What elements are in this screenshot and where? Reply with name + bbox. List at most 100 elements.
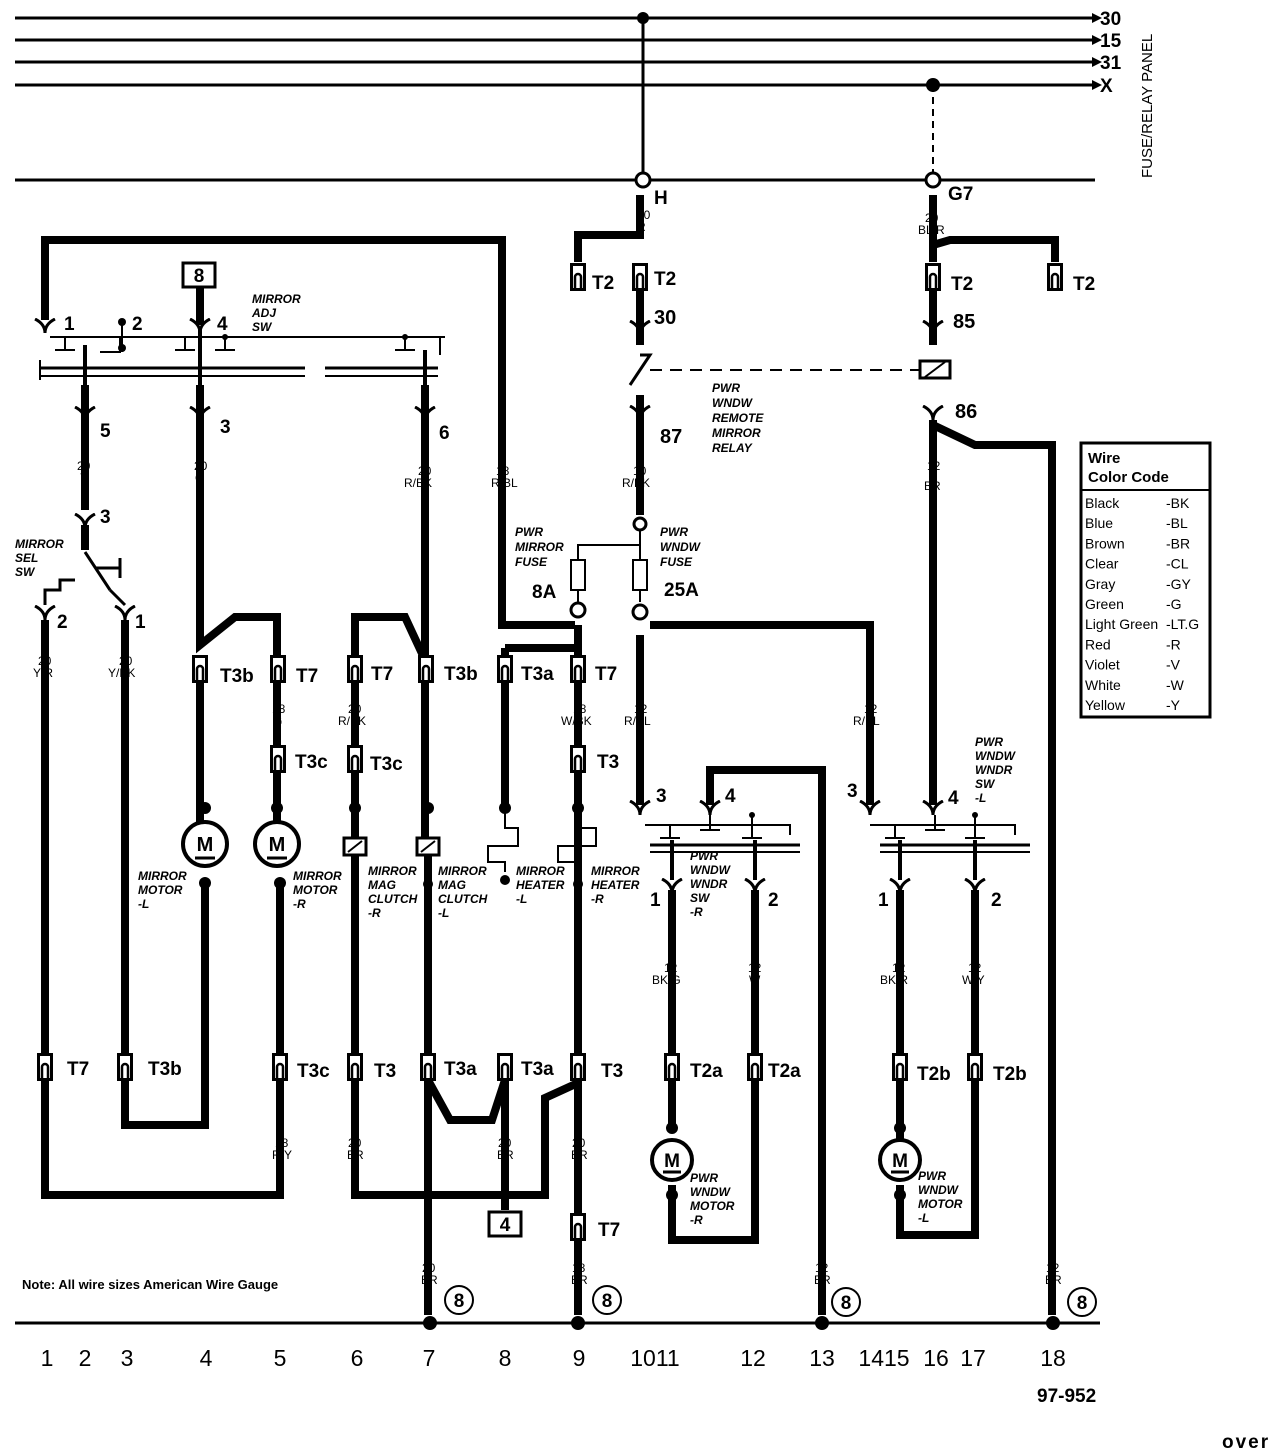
- pin-adj-3: 3: [220, 417, 231, 438]
- wires-br8-1: BR: [497, 1148, 514, 1162]
- legend-color-name: Violet: [1085, 657, 1120, 673]
- legend-color-code: -BL: [1166, 515, 1188, 531]
- connectors-t7: T7: [595, 664, 617, 685]
- wires-fuse-l-1: R/BL: [624, 714, 651, 728]
- columns-10: 12: [740, 1345, 766, 1371]
- label-heater-l-3: -L: [516, 892, 527, 906]
- wires-h-top-0: 10: [637, 208, 651, 222]
- label-heater-r-3: -R: [591, 892, 604, 906]
- columns-9: 1011: [630, 1345, 679, 1371]
- pin-sel-2: 2: [57, 612, 68, 633]
- label-clutch-r-4: -R: [368, 906, 381, 920]
- wires-wr2-1: W: [749, 973, 761, 987]
- connectors-t2: T2: [654, 269, 676, 290]
- wires-sel2-0: 20: [38, 654, 52, 668]
- pin-wl-1: 1: [878, 890, 889, 911]
- connectors-t2a: T2a: [690, 1061, 723, 1082]
- ground-bus: [15, 1316, 1100, 1330]
- window-motor-l: [878, 1122, 922, 1201]
- wires-t7rbk-1: R/BK: [338, 714, 366, 728]
- terminal-h: H: [654, 188, 668, 209]
- wmotor-l-symbol: M: [892, 1151, 908, 1172]
- label-clutch-r-1: MIRROR: [368, 864, 417, 878]
- legend-color-name: Yellow: [1085, 697, 1126, 713]
- legend-color-name: Clear: [1085, 556, 1119, 572]
- window-switch-r: [645, 815, 800, 880]
- columns-7: 8: [499, 1345, 512, 1371]
- pin-wr-4: 4: [725, 786, 736, 807]
- wires-g7-0: 20: [422, 1261, 436, 1275]
- wsr-node: [749, 812, 755, 818]
- pin-sel-3: 3: [100, 507, 111, 528]
- pin-wr-3: 3: [656, 786, 667, 807]
- wires-fuse-l-0: 12: [634, 702, 648, 716]
- connectors-t3c: T3c: [295, 752, 328, 773]
- ground-8-a: 8: [454, 1291, 465, 1312]
- wires-sel2-1: Y/R: [33, 666, 53, 680]
- label-wsw-l-5: -L: [975, 791, 986, 805]
- label-wmotor-l-4: -L: [918, 1211, 929, 1225]
- columns-13: 16: [923, 1345, 949, 1371]
- columns-1: 2: [79, 1345, 92, 1371]
- wires-t7wbk-0: 18: [573, 702, 587, 716]
- mirror-heater-r: [557, 802, 597, 889]
- label-window-fuse-2: WNDW: [660, 540, 702, 554]
- label-wsw-l-2: WNDW: [975, 749, 1017, 763]
- ground-ref-8: 8: [194, 266, 205, 287]
- label-mirror-adj-sw-1: MIRROR: [252, 292, 301, 306]
- connectors-t3c: T3c: [370, 754, 403, 775]
- wires-ry-1: R/Y: [272, 1148, 292, 1162]
- connector-labels: T2 T2 T2 T2 T3b T7 T7 T3b T3a T7 T3c T3c…: [67, 269, 1095, 1241]
- label-heater-r-1: MIRROR: [591, 864, 640, 878]
- legend-color-code: -W: [1166, 677, 1185, 693]
- legend-color-code: -GY: [1166, 576, 1192, 592]
- motor-l-symbol: M: [197, 834, 214, 856]
- wires-br6-1: BR: [347, 1148, 364, 1162]
- wires-relay86-1: BR: [924, 479, 941, 493]
- pin-wl-3: 3: [847, 781, 858, 802]
- window-fuse-rating: 25A: [664, 580, 699, 601]
- pin-adj-5: 5: [100, 421, 111, 442]
- legend-color-code: -LT.G: [1166, 616, 1199, 632]
- label-window-fuse-1: PWR: [660, 525, 688, 539]
- pin-relay-30: 30: [654, 307, 676, 329]
- legend-color-name: Light Green: [1085, 616, 1158, 632]
- mirror-select-switch: [43, 551, 127, 607]
- label-heater-r-2: HEATER: [591, 878, 640, 892]
- pin-relay-86: 86: [955, 401, 977, 423]
- label-clutch-r-2: MAG: [368, 878, 396, 892]
- wires-rbl18-1: R/BL: [491, 476, 518, 490]
- pin-wl-2: 2: [991, 890, 1002, 911]
- label-wsw-r-4: SW: [690, 891, 711, 905]
- connectors-t3a: T3a: [521, 664, 554, 685]
- label-wmotor-l-3: MOTOR: [918, 1197, 963, 1211]
- wires-wr2-0: 12: [748, 961, 762, 975]
- wires-g13-0: 12: [815, 1261, 829, 1275]
- motor-r-symbol: M: [269, 834, 286, 856]
- fuse-wiring: [570, 530, 648, 602]
- wires-adj6-0: 20: [418, 464, 432, 478]
- wires-rbl18-0: 18: [496, 464, 510, 478]
- wires-adj3-0: 20: [194, 459, 208, 473]
- column-numbers: 1 2 3 4 5 6 7 8 9 1011 12 13 1415 16 17 …: [41, 1345, 1066, 1371]
- legend-color-name: White: [1085, 677, 1121, 693]
- pin-wr-1: 1: [650, 890, 661, 911]
- legend-color-name: Green: [1085, 596, 1124, 612]
- wires-adj5-0: 20: [77, 459, 91, 473]
- adj-switch-nodes: [118, 318, 408, 352]
- label-wsw-l-4: SW: [975, 777, 996, 791]
- wires-br8-0: 20: [498, 1136, 512, 1150]
- wires-wl2-1: W/Y: [962, 973, 985, 987]
- label-motor-r-1: MIRROR: [293, 869, 342, 883]
- wires-t7rbk-0: 20: [348, 702, 362, 716]
- label-wmotor-r-2: WNDW: [690, 1185, 732, 1199]
- legend-color-name: Red: [1085, 636, 1111, 652]
- label-motor-l-1: MIRROR: [138, 869, 187, 883]
- label-mirror-sel-sw-2: SEL: [15, 551, 38, 565]
- wires-g18-1: BR: [1045, 1273, 1062, 1287]
- columns-6: 7: [423, 1345, 436, 1371]
- wires-relay87-1: R/BK: [622, 476, 650, 490]
- label-motor-l-2: MOTOR: [138, 883, 183, 897]
- mirror-heater-l: [487, 802, 519, 885]
